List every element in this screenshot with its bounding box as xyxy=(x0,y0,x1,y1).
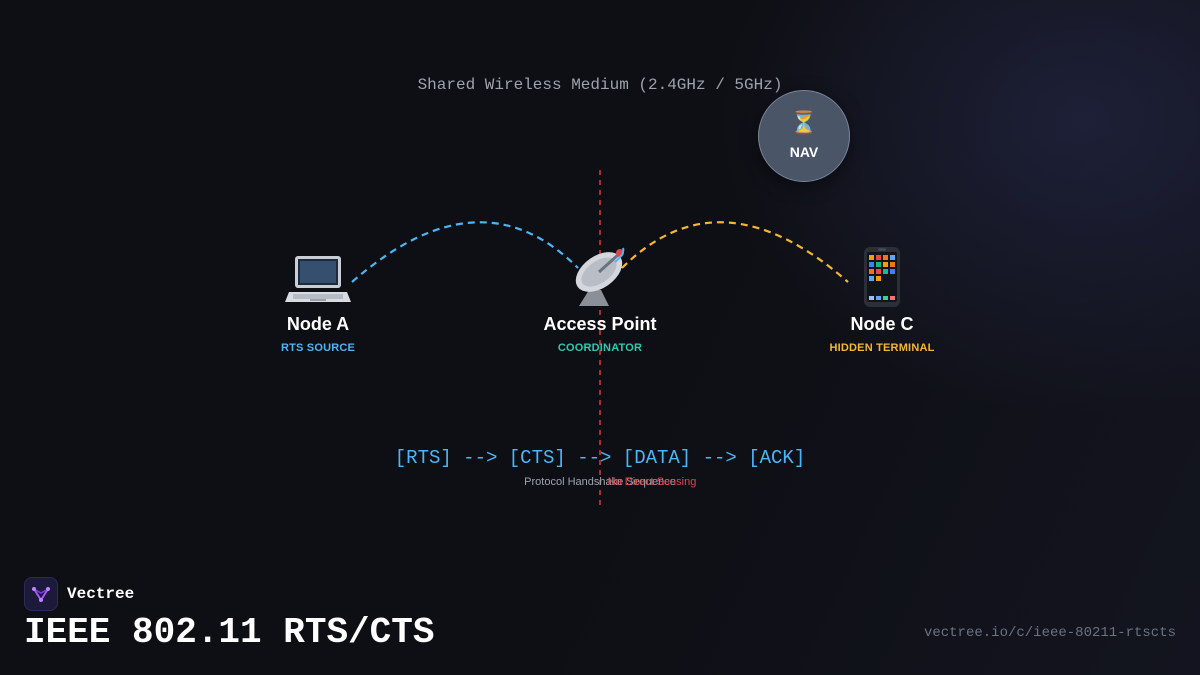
hourglass-icon: ⏳ xyxy=(790,111,818,136)
node-name: Node C xyxy=(850,314,914,334)
node-role: COORDINATOR xyxy=(557,342,643,354)
brand-name: Vectree xyxy=(67,585,135,603)
node-role: HIDDEN TERMINAL xyxy=(829,342,935,354)
node-name: Access Point xyxy=(543,314,657,334)
mobile-phone-icon xyxy=(782,244,982,308)
nav-bubble: ⏳ NAV xyxy=(758,90,850,182)
brand: Vectree xyxy=(24,577,134,611)
link-node-a-to-ap xyxy=(351,221,579,283)
page-url[interactable]: vectree.io/c/ieee-80211-rtscts xyxy=(923,625,1176,641)
node-access-point: Access Point COORDINATOR xyxy=(500,244,700,354)
carrier-caption: No Direct Sensing xyxy=(607,476,697,488)
node-c: Node C HIDDEN TERMINAL xyxy=(782,244,982,354)
page-title: IEEE 802.11 RTS/CTS xyxy=(24,612,435,653)
vectree-logo-icon xyxy=(24,577,58,611)
node-name: Node A xyxy=(286,314,350,334)
medium-label: Shared Wireless Medium (2.4GHz / 5GHz) xyxy=(417,76,783,94)
node-role: RTS SOURCE xyxy=(280,342,356,354)
laptop-icon xyxy=(218,244,418,308)
sequence-caption: Protocol Handshake Sequence xyxy=(524,476,676,488)
handshake-sequence: [RTS] --> [CTS] --> [DATA] --> [ACK] xyxy=(394,447,806,469)
nav-label: NAV xyxy=(789,144,819,160)
satellite-dish-icon xyxy=(500,244,700,308)
node-a: Node A RTS SOURCE xyxy=(218,244,418,354)
